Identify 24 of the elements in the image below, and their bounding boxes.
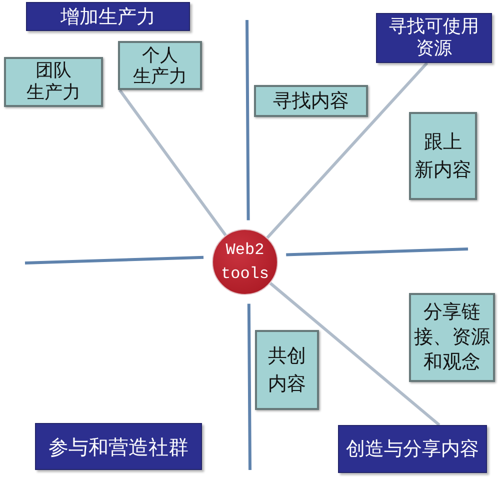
topic-label: 团队生产力 bbox=[26, 60, 80, 104]
topic-box bbox=[409, 112, 477, 200]
connector-line bbox=[266, 62, 428, 239]
topic-label: 个人生产力 bbox=[133, 44, 187, 86]
topic-label: 跟上新内容 bbox=[414, 130, 472, 183]
hub-label: Web2 tools bbox=[220, 240, 270, 285]
category-label: 创造与分享内容 bbox=[346, 437, 479, 461]
topic-label: 寻找内容 bbox=[273, 89, 349, 113]
topic-box bbox=[255, 330, 319, 410]
connector-line bbox=[269, 282, 440, 426]
topic-box bbox=[118, 41, 202, 90]
topic-label: 共创内容 bbox=[268, 344, 306, 397]
category-box bbox=[35, 423, 202, 470]
category-label: 参与和营造社群 bbox=[48, 434, 188, 460]
connector-line bbox=[118, 89, 227, 236]
topic-box bbox=[4, 57, 103, 107]
category-label: 增加生产力 bbox=[60, 4, 156, 28]
category-box bbox=[26, 2, 190, 31]
category-box bbox=[376, 13, 492, 63]
topic-box bbox=[409, 293, 495, 382]
category-label: 寻找可使用资源 bbox=[389, 16, 479, 60]
topic-label: 分享链接、资源和观念 bbox=[414, 300, 490, 375]
category-box bbox=[338, 425, 487, 473]
topic-box bbox=[254, 85, 368, 117]
